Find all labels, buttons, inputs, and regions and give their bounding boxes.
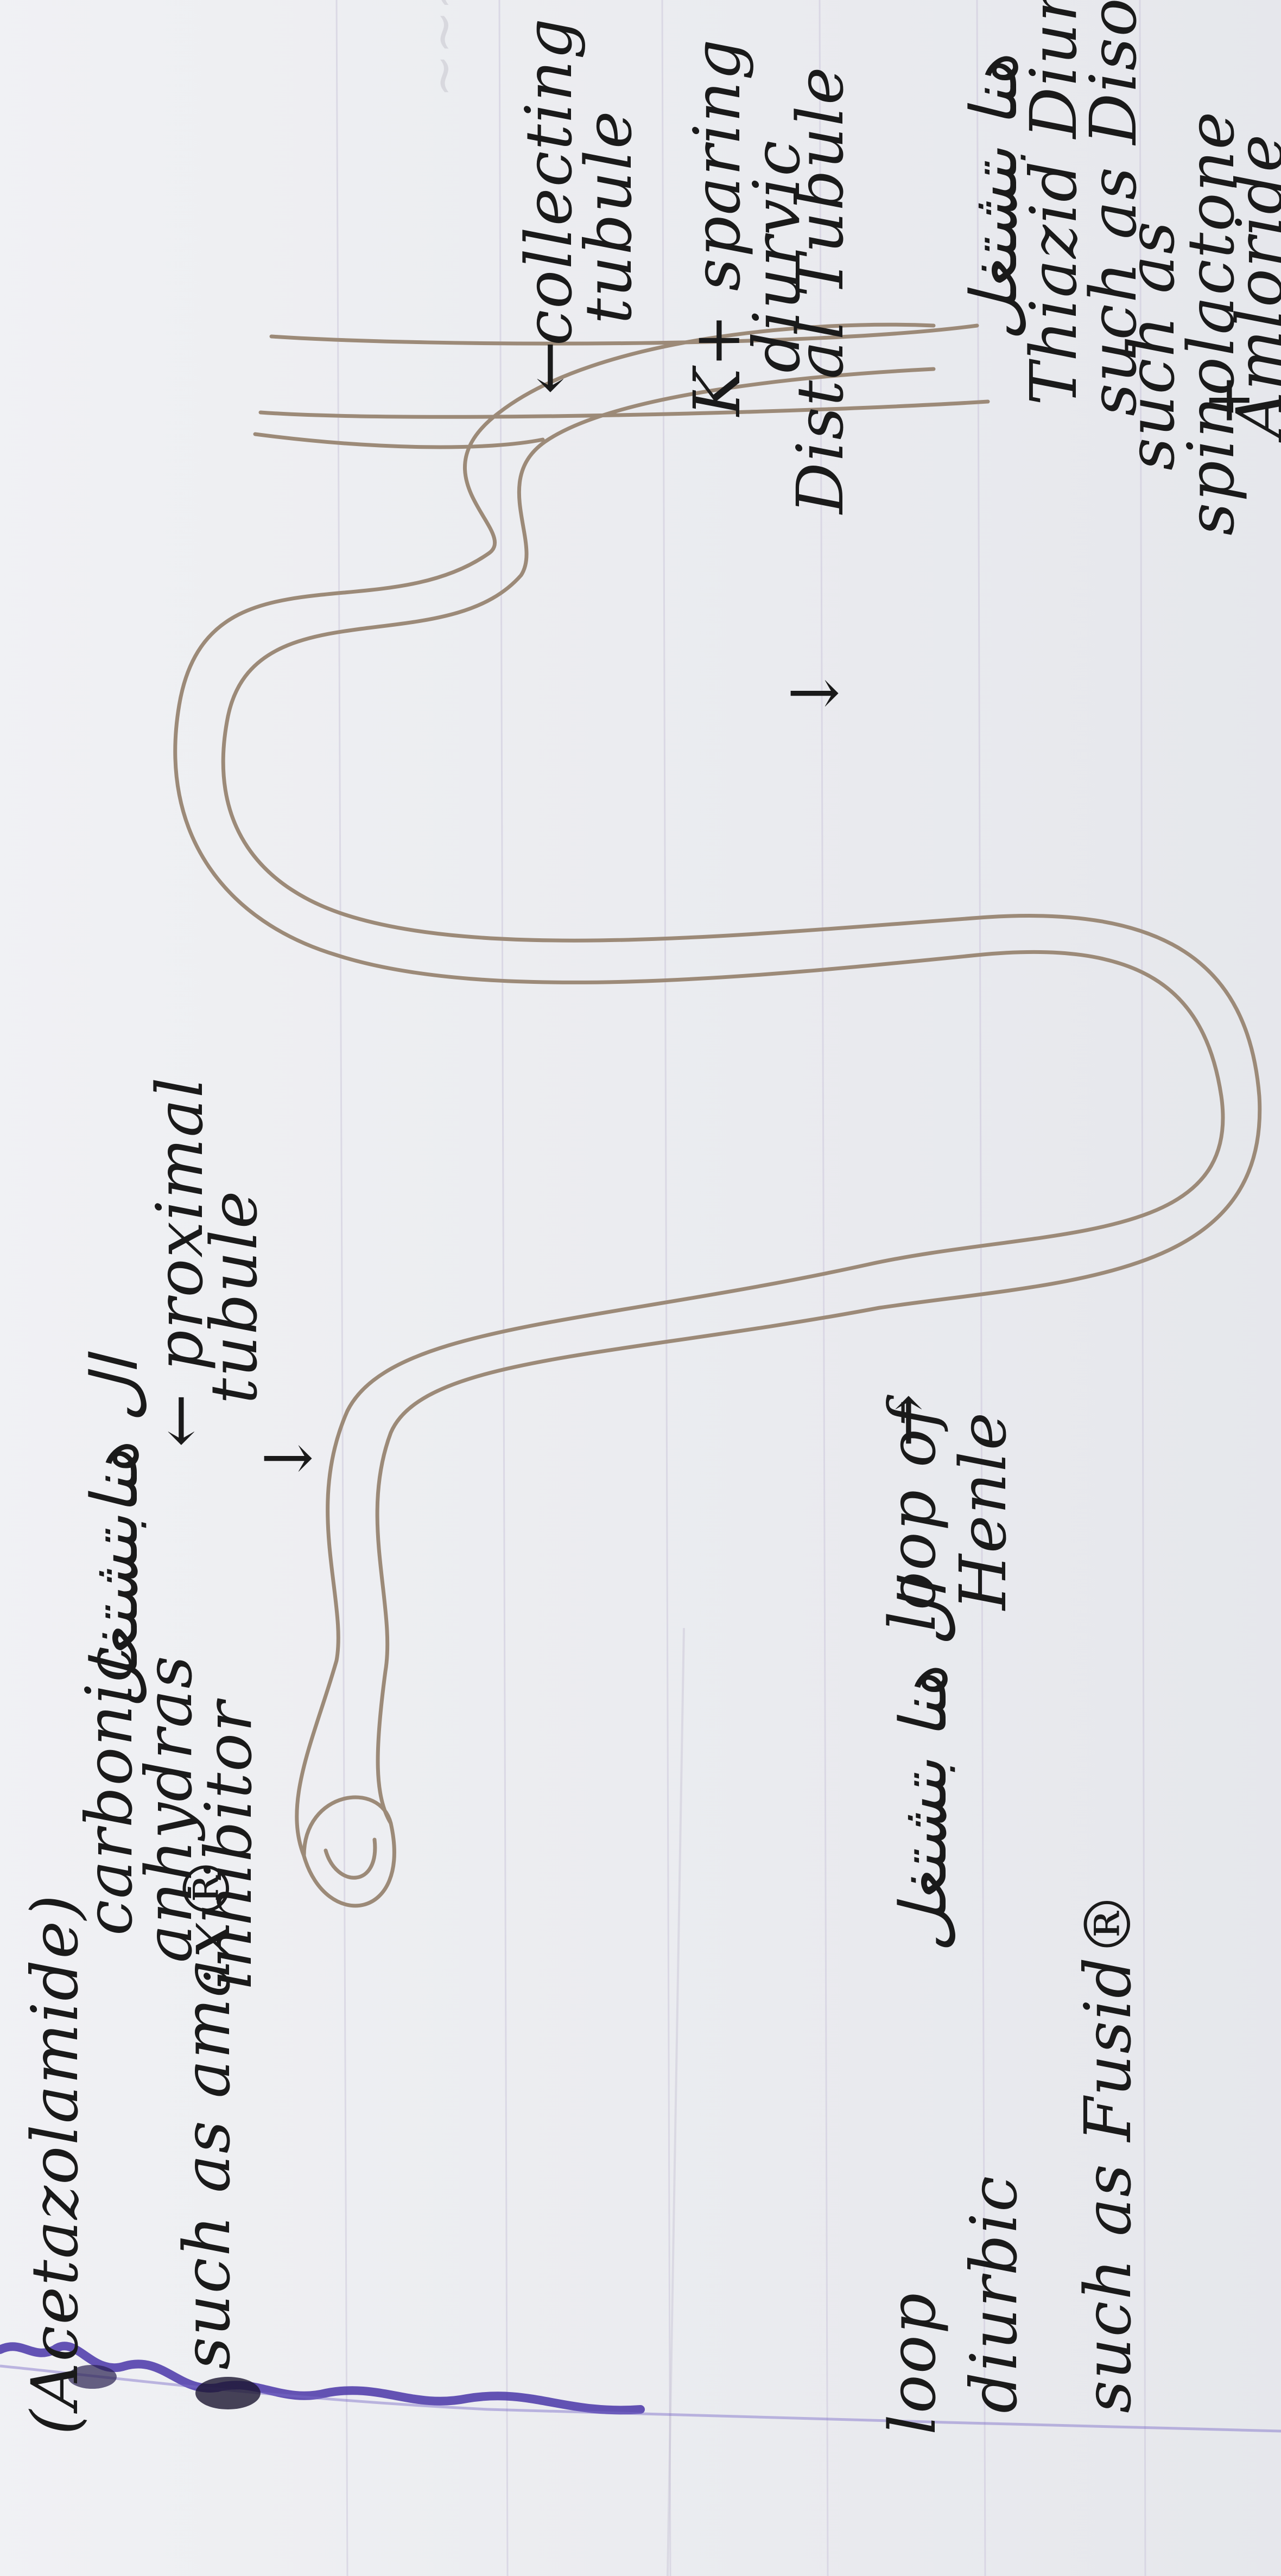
loop-diuretic-label-2: diurbic xyxy=(961,2175,1028,2413)
acetazolamide-label: (Acetazolamide) xyxy=(22,1894,89,2435)
henle-label: Henle xyxy=(950,1411,1017,1610)
carbonic-label-line3: inhibitor xyxy=(195,1700,263,1990)
collecting-arrow-label: ← xyxy=(516,340,583,395)
proximal-arrow: ↓ xyxy=(255,1430,322,1485)
proximal-tubule-label-2: tubule xyxy=(201,1190,268,1404)
k-sparing-label-2: diurvic xyxy=(744,139,811,373)
such-as-fusid-label: such as Fusid® xyxy=(1075,1891,1142,2413)
collecting-tubule-label-2: tubule xyxy=(575,110,643,324)
loop-arabic-note: ال هنا بتشتغل xyxy=(890,1581,957,1952)
distal-arrow: ↓ xyxy=(782,665,849,720)
amiloride-label: Amloride xyxy=(1227,133,1281,438)
loop-arrow: → xyxy=(874,1392,941,1447)
loop-diuretic-label-1: loop xyxy=(879,2292,947,2435)
carbonic-arabic-note: ال هنابتشتغل xyxy=(81,1358,149,1708)
